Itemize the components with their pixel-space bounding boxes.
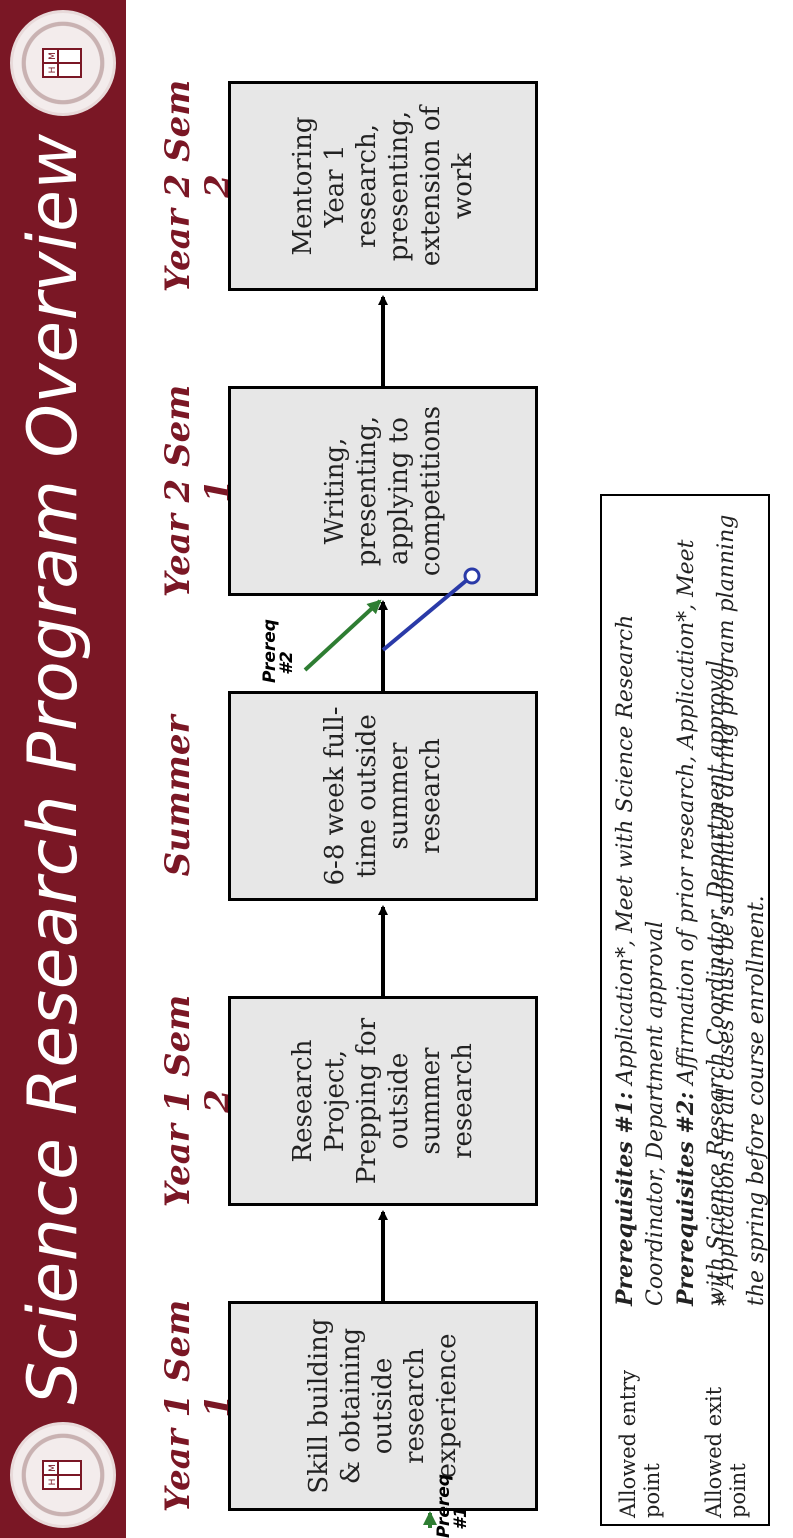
prereq-tag-2: Prereq #2 (260, 619, 297, 683)
svg-text:M: M (48, 52, 58, 60)
stage-box-year2-sem2: Mentoring Year 1 research, presenting, e… (228, 81, 538, 291)
prereq-tag-1: Prereq #1 (434, 1474, 471, 1538)
title-banner: H M Science Research Program Overview H … (0, 0, 126, 1538)
page-title: Science Research Program Overview (14, 133, 93, 1405)
prereq2-heading: Prerequisites #2: (673, 1091, 699, 1306)
application-note: * Applications in all cases must be subm… (714, 514, 769, 1306)
svg-text:H: H (48, 67, 58, 74)
entry-arrow-prereq2 (303, 599, 382, 672)
stage-box-year1-sem1: Skill building & obtaining outside resea… (228, 1301, 538, 1511)
stage-label-year2-sem1: Year 2 Sem 1 (158, 384, 238, 598)
stage-label-year1-sem2: Year 1 Sem 2 (158, 994, 238, 1208)
prereq1-heading: Prerequisites #1: (612, 1091, 638, 1306)
svg-text:M: M (48, 1464, 58, 1472)
stage-box-year2-sem1: Writing, presenting, applying to competi… (228, 386, 538, 596)
school-seal-icon: H M (10, 10, 116, 116)
legend-exit-label: Allowed exit point (702, 1386, 750, 1518)
stage-label-summer: Summer (158, 715, 198, 877)
stage-label-year2-sem2: Year 2 Sem 2 (158, 79, 238, 293)
svg-text:H: H (48, 1479, 58, 1486)
stage-box-summer: 6-8 week full-time outside summer resear… (228, 691, 538, 901)
stage-description: Writing, presenting, applying to competi… (320, 405, 446, 577)
stage-description: Mentoring Year 1 research, presenting, e… (288, 105, 478, 267)
stage-label-year1-sem1: Year 1 Sem 1 (158, 1299, 238, 1513)
legend-entry-label: Allowed entry point (616, 1369, 664, 1518)
stage-box-year1-sem2: Research Project, Prepping for outside s… (228, 996, 538, 1206)
legend-box: Allowed entry point Allowed exit point P… (600, 494, 770, 1526)
stage-description: Research Project, Prepping for outside s… (288, 1017, 478, 1185)
stage-description: 6-8 week full-time outside summer resear… (320, 706, 446, 886)
school-seal-icon: H M (10, 1422, 116, 1528)
